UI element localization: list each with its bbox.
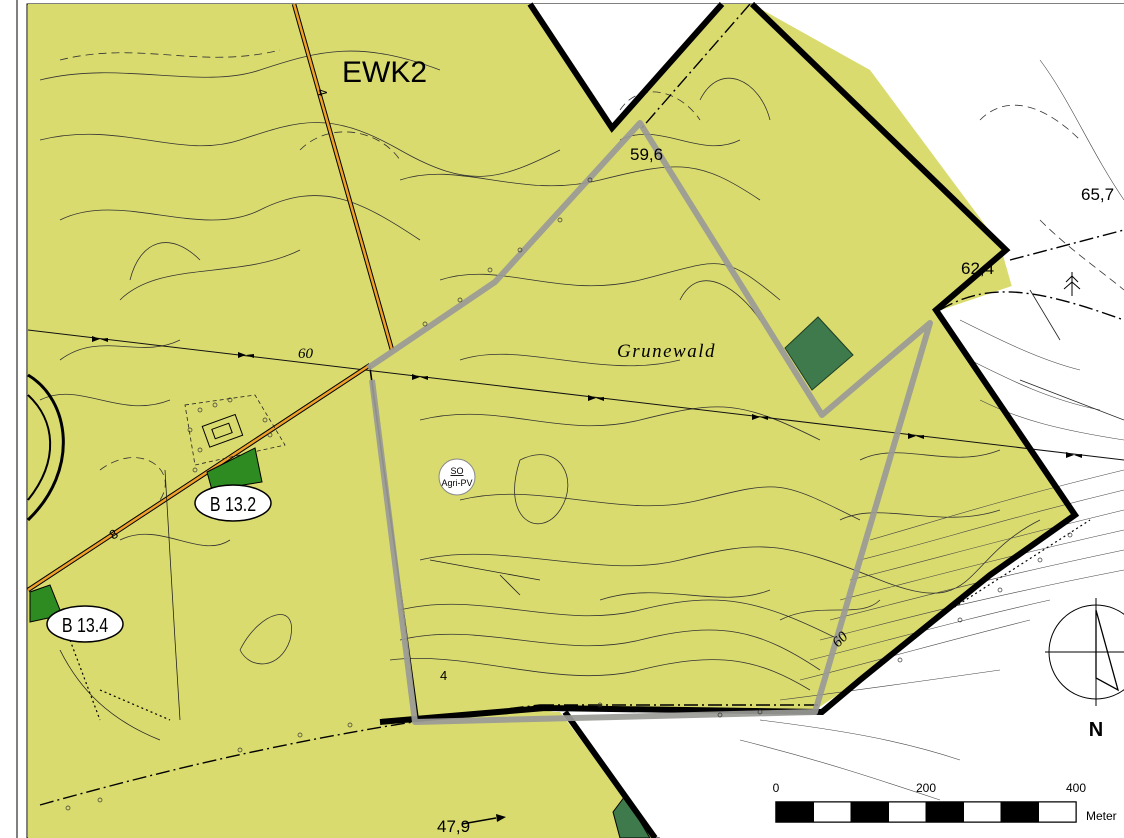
scale-tick-200: 200 [916,781,936,795]
white-notch-upper [530,4,722,128]
designation-marker: SO Agri-PV [438,458,476,496]
left-structure [26,373,65,522]
road-number-label-1: 4 [314,87,330,98]
contour-lines [39,50,1041,691]
north-arrow-icon: N [1045,598,1124,741]
green-patch-bottom [612,795,651,838]
badge-b13-4: B 13.4 [46,605,124,643]
elevation-label-2: 65,7 [1081,185,1114,204]
point-symbols [65,177,1073,811]
scale-bar-segment [1000,801,1039,823]
road [26,3,395,592]
elevation-arrow [461,817,497,825]
farm-buildings [184,394,286,466]
dashed-contours [59,49,1124,501]
agricultural-area [28,4,1124,838]
badge-b13-4-label: B 13.4 [62,614,108,636]
elevation-label-7: 4 [440,668,447,683]
zone-label: EWK2 [342,56,427,89]
scale-bar-segment [963,801,1002,823]
conifer-tree-icon [1063,272,1081,296]
badge-b13-2-label: B 13.2 [210,493,256,515]
footpaths [59,289,1124,741]
scale-bar-segment [1038,801,1077,823]
north-arrow-letter: N [1089,719,1103,741]
scale-bar-segment [888,801,927,823]
power-line [27,329,1124,461]
scale-unit: Meter [1086,809,1117,823]
green-patch-b13-2 [206,447,263,491]
scale-bar: 0 200 400 Meter [773,781,1117,823]
badge-b13-2: B 13.2 [194,484,272,522]
scale-bar-segment [850,801,889,823]
elevation-label-4: 60 [298,346,314,362]
scale-tick-400: 400 [1066,781,1086,795]
scale-tick-0: 0 [773,781,780,795]
embankment [69,519,1091,721]
designation-line1: SO [450,466,463,476]
project-boundary [366,120,933,725]
elevation-label-3: 62,4 [961,259,994,278]
agricultural-area-lower [28,712,655,838]
scale-bar-segment [775,801,814,823]
elevation-arrow-head [496,814,506,822]
area-name-label: Grunewald [617,341,716,362]
scale-bar-segment [925,801,964,823]
white-area-lower-right [575,248,1124,838]
elevation-label-1: 59,6 [630,145,663,164]
scale-bar-segment [813,801,852,823]
outer-boundary [379,1,1080,838]
elevation-label-6: 47,9 [437,817,470,836]
woodland-patch [784,316,854,391]
designation-line2: Agri-PV [441,478,472,488]
